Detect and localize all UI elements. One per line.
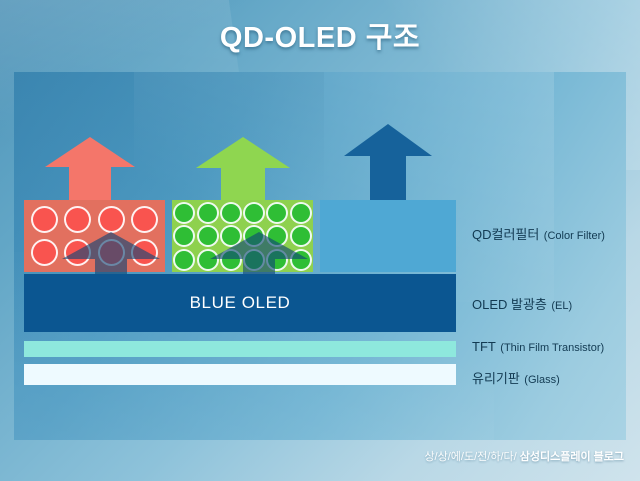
footer-credit: 상/상/에/도/전/하/다/ 삼성디스플레이 블로그 xyxy=(0,448,640,464)
blue-oled-layer: BLUE OLED xyxy=(24,274,456,332)
credit-tagline: 상/상/에/도/전/하/다/ xyxy=(424,451,517,463)
blue-light-arrow xyxy=(344,124,432,201)
red-light-arrow xyxy=(45,137,135,201)
tft-layer xyxy=(24,341,456,357)
quantum-dot xyxy=(219,201,242,224)
slide-title: QD-OLED 구조 xyxy=(219,22,421,54)
arrow-head-icon xyxy=(210,232,308,259)
quantum-dot xyxy=(243,201,266,224)
arrow-shaft xyxy=(95,259,127,274)
quantum-dot xyxy=(64,206,92,233)
quantum-dot xyxy=(30,239,58,266)
quantum-dot xyxy=(266,201,289,224)
label-english: (Color Filter) xyxy=(543,230,605,242)
credit-brand: 삼성디스플레이 블로그 xyxy=(519,451,624,463)
label-english: (Thin Film Transistor) xyxy=(500,342,605,354)
label-korean: 유리기판 xyxy=(472,371,520,386)
diagram-panel: BLUE OLED QD컬러필터 (Color Filter) OLED 발광층… xyxy=(14,72,626,440)
label-korean: TFT xyxy=(472,339,496,354)
internal-blue-light-arrow-green-subpixel xyxy=(210,232,308,274)
quantum-dot xyxy=(30,206,58,233)
label-english: (Glass) xyxy=(524,374,560,386)
label-color-filter: QD컬러필터 (Color Filter) xyxy=(472,224,605,244)
qd-color-filter-blue xyxy=(320,200,456,272)
quantum-dot xyxy=(173,248,196,271)
arrow-head-icon xyxy=(196,137,290,168)
quantum-dot xyxy=(173,225,196,247)
label-korean: OLED 발광층 xyxy=(472,297,547,312)
label-english: (EL) xyxy=(551,300,573,312)
internal-blue-light-arrow-red-subpixel xyxy=(62,232,160,274)
quantum-dot xyxy=(131,206,159,233)
label-emissive-layer: OLED 발광층 (EL) xyxy=(472,294,572,314)
green-light-arrow xyxy=(196,137,290,201)
blue-oled-label: BLUE OLED xyxy=(189,293,291,312)
dot-row xyxy=(172,201,313,224)
label-tft: TFT (Thin Film Transistor) xyxy=(472,338,604,356)
arrow-head-icon xyxy=(62,232,160,259)
quantum-dot xyxy=(196,201,219,224)
label-glass: 유리기판 (Glass) xyxy=(472,368,560,388)
quantum-dot xyxy=(173,201,196,224)
dot-row xyxy=(24,206,165,233)
arrow-head-icon xyxy=(344,124,432,156)
label-korean: QD컬러필터 xyxy=(472,227,540,242)
quantum-dot xyxy=(97,206,125,233)
arrow-shaft xyxy=(243,259,275,274)
arrow-shaft xyxy=(221,168,265,201)
glass-substrate-layer xyxy=(24,364,456,385)
arrow-shaft xyxy=(69,167,111,201)
arrow-head-icon xyxy=(45,137,135,167)
quantum-dot xyxy=(289,201,312,224)
arrow-shaft xyxy=(370,156,406,201)
